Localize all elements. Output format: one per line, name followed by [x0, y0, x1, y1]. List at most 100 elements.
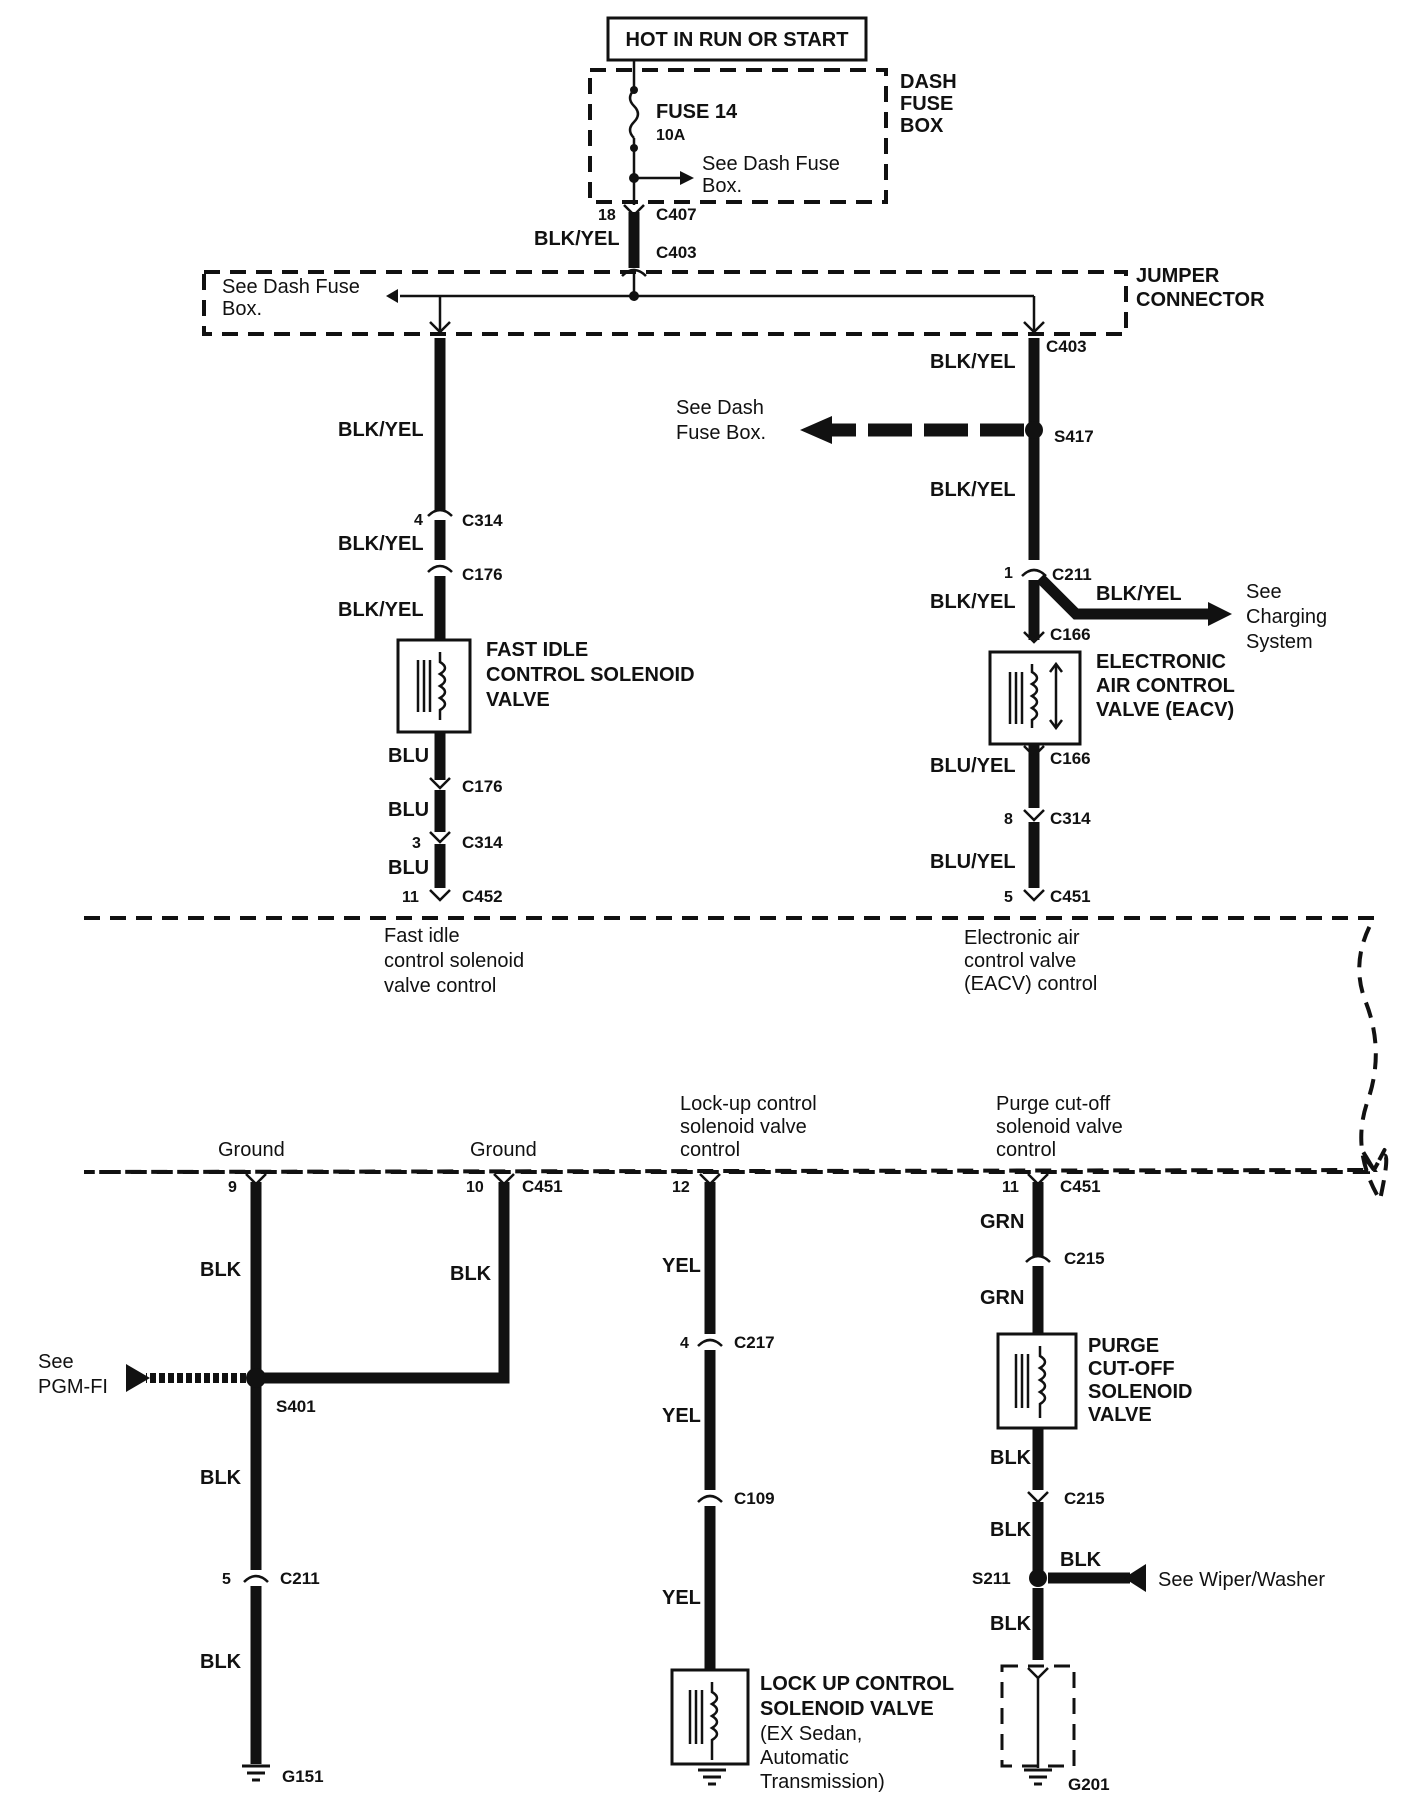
c217-label: C217 — [734, 1333, 775, 1352]
c314-left2-label: C314 — [462, 833, 503, 852]
c215-a-label: C215 — [1064, 1249, 1105, 1268]
wire-grn-1: GRN — [980, 1211, 1024, 1233]
arrow-left-icon — [386, 289, 398, 303]
ground-icon — [698, 1768, 726, 1786]
arrow-right-icon — [126, 1364, 150, 1392]
fuse-14-symbol — [628, 89, 640, 139]
wire-blk-gnd-2: BLK — [450, 1263, 492, 1285]
c166-b-label: C166 — [1050, 749, 1091, 768]
c314-right-pin: 8 — [1004, 811, 1013, 828]
fast-idle-label: FAST IDLE CONTROL SOLENOID VALVE — [486, 639, 700, 711]
wire-blk-yel-right-1: BLK/YEL — [930, 351, 1016, 373]
gnd9-pin: 9 — [228, 1179, 237, 1196]
arrow-left-icon — [1124, 1564, 1146, 1592]
wire-blk-yel-charging: BLK/YEL — [1096, 583, 1182, 605]
wire-blk-gnd-4: BLK — [200, 1651, 242, 1673]
c314-right-label: C314 — [1050, 809, 1091, 828]
wire-yel-3: YEL — [662, 1587, 701, 1609]
c314-left2-pin: 3 — [412, 835, 421, 852]
jumper-see-ref: See Dash Fuse Box. — [222, 276, 365, 320]
wire-blk-yel-right-2: BLK/YEL — [930, 479, 1016, 501]
arrow-right-icon — [1208, 602, 1232, 626]
purge-solenoid-valve — [996, 1332, 1078, 1430]
gnd10-pin: 10 — [466, 1179, 484, 1196]
c451-bot-label: C451 — [522, 1177, 563, 1196]
wire-blk-purge-1: BLK — [990, 1447, 1032, 1469]
eacv-label: ELECTRONIC AIR CONTROL VALVE (EACV) — [1096, 651, 1240, 721]
ground-icon — [1024, 1768, 1052, 1786]
s401-label: S401 — [276, 1397, 316, 1416]
wire-blu-1: BLU — [388, 745, 429, 767]
c451-top-label: C451 — [1050, 887, 1091, 906]
pgm-ref: See PGM-FI — [38, 1351, 108, 1398]
wire-grn-2: GRN — [980, 1287, 1024, 1309]
eacv-ctrl-text: Electronic air control valve (EACV) cont… — [964, 927, 1097, 995]
c452-pin: 11 — [402, 889, 419, 906]
ground-icon — [242, 1764, 270, 1782]
power-label-box — [606, 16, 868, 62]
wire-yel-2: YEL — [662, 1405, 701, 1427]
wire-blk-gnd-1: BLK — [200, 1259, 242, 1281]
c407-pin: 18 — [598, 207, 616, 224]
c451-top-pin: 5 — [1004, 889, 1013, 906]
c407-label: C407 — [656, 205, 697, 224]
c403-right-label: C403 — [1046, 337, 1087, 356]
fuse-rating: 10A — [656, 127, 686, 144]
c452-label: C452 — [462, 887, 503, 906]
fast-idle-solenoid-valve — [396, 638, 472, 734]
s211-label: S211 — [972, 1569, 1011, 1588]
wire-blk-wiper: BLK — [1060, 1549, 1102, 1571]
lockup-ctrl-text: Lock-up control solenoid valve control — [680, 1093, 822, 1161]
wire-blu-yel-1: BLU/YEL — [930, 755, 1016, 777]
c211-pin: 1 — [1004, 565, 1013, 582]
s401-splice — [246, 1368, 266, 1388]
c451-purge-label: C451 — [1060, 1177, 1101, 1196]
c109-label: C109 — [734, 1489, 775, 1508]
power-label: HOT IN RUN OR START — [626, 29, 849, 51]
purge-pin: 11 — [1002, 1179, 1019, 1196]
purge-label: PURGE CUT-OFF SOLENOID VALVE — [1088, 1335, 1198, 1426]
c166-a-label: C166 — [1050, 625, 1091, 644]
wire-blk-yel-left-2: BLK/YEL — [338, 533, 424, 555]
c403-top-label: C403 — [656, 243, 697, 262]
fast-idle-ctrl-text: Fast idle control solenoid valve control — [384, 925, 530, 997]
wiper-ref: See Wiper/Washer — [1158, 1569, 1325, 1591]
wire-blk-yel-left-1: BLK/YEL — [338, 419, 424, 441]
lockup-note: (EX Sedan, Automatic Transmission) — [760, 1723, 885, 1793]
c211-label: C211 — [1052, 565, 1092, 584]
s211-splice — [1029, 1569, 1047, 1587]
purge-ctrl-text: Purge cut-off solenoid valve control — [996, 1093, 1128, 1161]
fuse-name: FUSE 14 — [656, 101, 738, 123]
s417-label: S417 — [1054, 427, 1094, 446]
wire-blk-purge-3: BLK — [990, 1613, 1032, 1635]
lockup-solenoid-valve — [670, 1668, 750, 1766]
eacv-solenoid-valve — [988, 650, 1082, 746]
c217-pin: 4 — [680, 1335, 689, 1352]
wire-blk-purge-2: BLK — [990, 1519, 1032, 1541]
ecm-outline — [83, 916, 1389, 1206]
fuse-see-ref: See Dash Fuse Box. — [702, 153, 845, 197]
c314-left-label: C314 — [462, 511, 503, 530]
ground-a-text: Ground — [218, 1139, 285, 1161]
wire-blu-2: BLU — [388, 799, 429, 821]
charging-ref: See Charging System — [1246, 581, 1333, 653]
c176-a-label: C176 — [462, 565, 503, 584]
see-dash-ref: See Dash Fuse Box. — [676, 397, 769, 444]
dash-fuse-box-outline — [588, 68, 888, 204]
jumper-connector-label: JUMPER CONNECTOR — [1136, 265, 1265, 311]
wire-blk-yel-right-3: BLK/YEL — [930, 591, 1016, 613]
c215-b-label: C215 — [1064, 1489, 1105, 1508]
arrow-right-icon — [680, 171, 694, 185]
dash-fuse-box-label: DASH FUSE BOX — [900, 71, 962, 137]
c176-b-label: C176 — [462, 777, 503, 796]
g201-label: G201 — [1068, 1775, 1110, 1794]
s417-splice — [1025, 421, 1043, 439]
wire-blu-3: BLU — [388, 857, 429, 879]
c211-b-label: C211 — [280, 1569, 320, 1588]
ground-b-text: Ground — [470, 1139, 537, 1161]
wire-yel-1: YEL — [662, 1255, 701, 1277]
jumper-connector-outline — [202, 270, 1128, 336]
c314-left-pin: 4 — [414, 512, 423, 529]
lock-pin: 12 — [672, 1179, 690, 1196]
